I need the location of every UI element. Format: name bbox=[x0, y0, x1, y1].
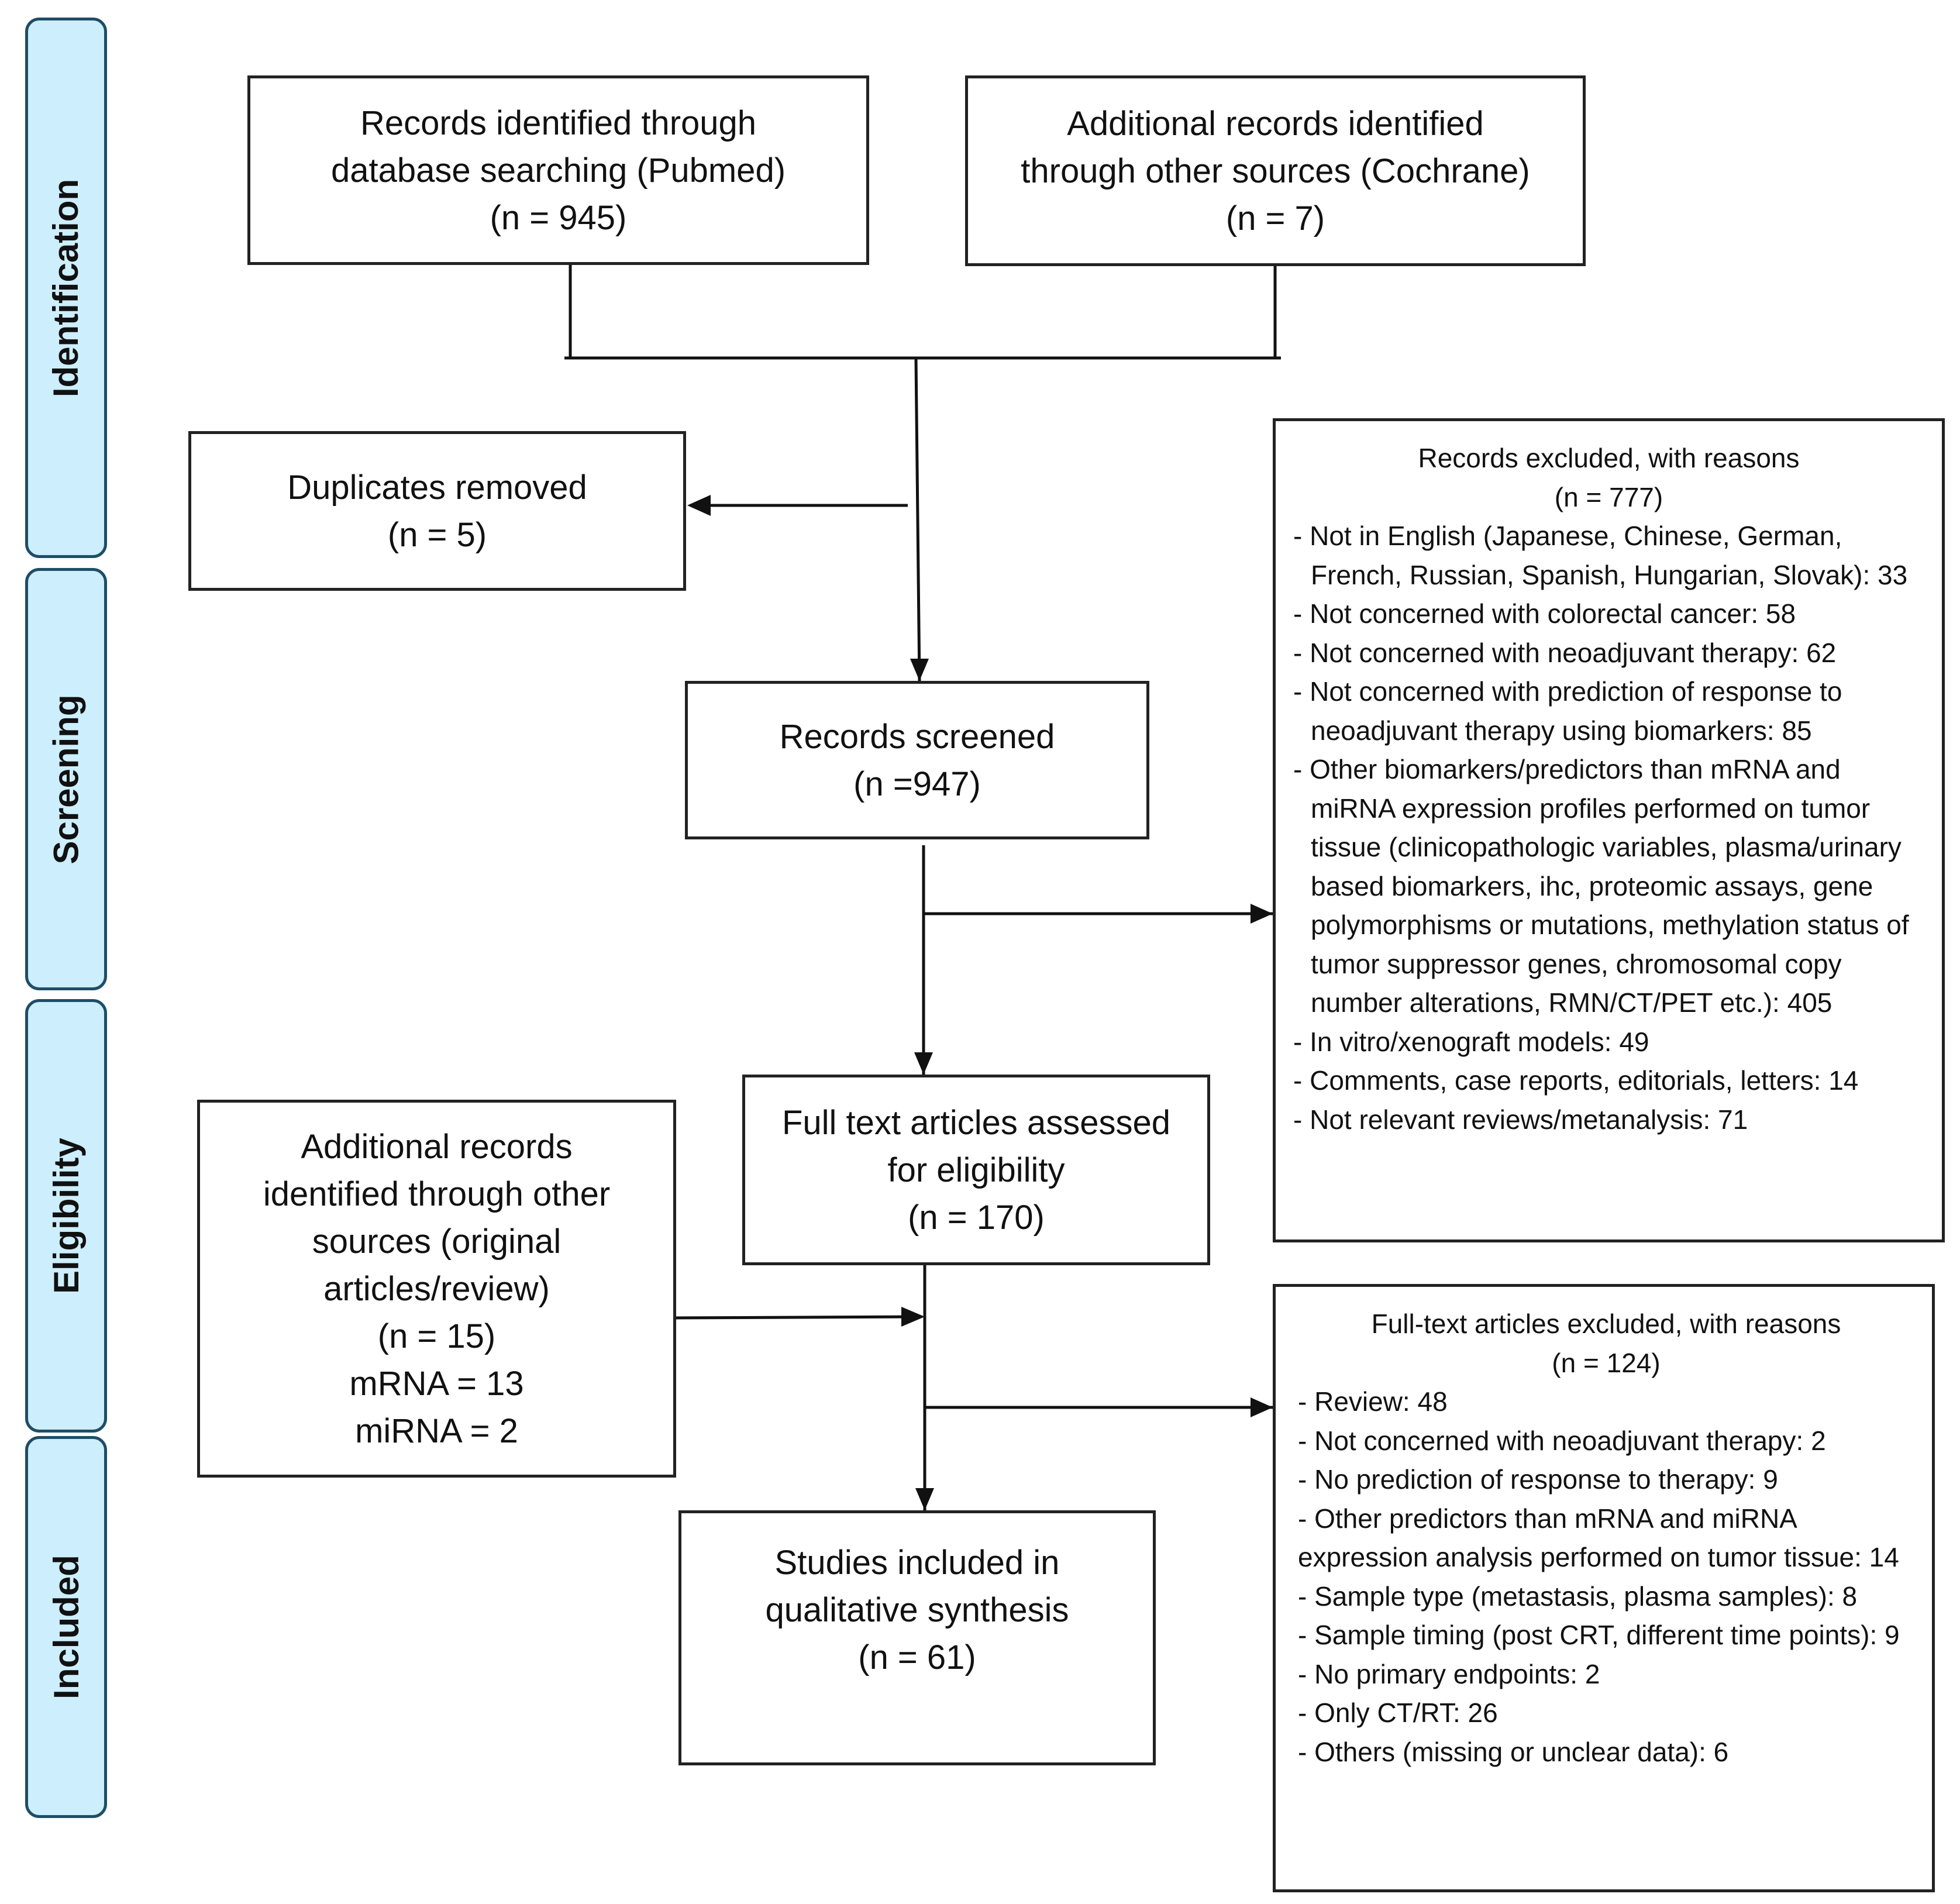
phase-screening: Screening bbox=[25, 568, 107, 990]
box-line: (n = 945) bbox=[490, 198, 627, 237]
exclusion-reason: - Not concerned with prediction of respo… bbox=[1293, 676, 1842, 746]
box-line: identified through other bbox=[263, 1175, 611, 1213]
exclusion-reason: - Other predictors than mRNA and miRNA e… bbox=[1298, 1503, 1899, 1573]
exclusion-reason: - Not relevant reviews/metanalysis: 71 bbox=[1293, 1104, 1748, 1135]
box-line: (n =947) bbox=[853, 765, 981, 803]
exclusion-reason: - Comments, case reports, editorials, le… bbox=[1293, 1065, 1859, 1096]
box-line: miRNA = 2 bbox=[355, 1411, 518, 1450]
box-line: Records identified through bbox=[360, 104, 757, 142]
box-line: (n = 15) bbox=[377, 1317, 496, 1355]
box-header: (n = 777) bbox=[1554, 481, 1663, 512]
exclusion-reason: - In vitro/xenograft models: 49 bbox=[1293, 1026, 1649, 1057]
additional-records-box: Additional records identified through ot… bbox=[197, 1100, 676, 1478]
exclusion-reason: - Only CT/RT: 26 bbox=[1298, 1698, 1498, 1728]
exclusion-reason: - No primary endpoints: 2 bbox=[1298, 1658, 1600, 1689]
screened-box: Records screened (n =947) bbox=[685, 681, 1149, 839]
phase-eligibility: Eligibility bbox=[25, 999, 107, 1433]
box-line: Additional records bbox=[301, 1127, 573, 1166]
phase-included: Included bbox=[25, 1436, 107, 1818]
exclusion-reason: - Other biomarkers/predictors than mRNA … bbox=[1293, 754, 1909, 1018]
box-header: Records excluded, with reasons bbox=[1418, 443, 1800, 473]
exclusion-reason: - Not concerned with neoadjuvant therapy… bbox=[1293, 637, 1837, 668]
fulltext-excluded-box: Full-text articles excluded, with reason… bbox=[1273, 1284, 1935, 1892]
exclusion-reason: - No prediction of response to therapy: … bbox=[1298, 1464, 1778, 1495]
box-line: for eligibility bbox=[887, 1151, 1065, 1189]
box-line: Duplicates removed bbox=[287, 468, 587, 507]
box-header: (n = 124) bbox=[1552, 1347, 1661, 1378]
exclusion-reason: - Not concerned with colorectal cancer: … bbox=[1293, 598, 1796, 629]
exclusion-reason: - Sample timing (post CRT, different tim… bbox=[1298, 1620, 1900, 1650]
box-line: mRNA = 13 bbox=[349, 1364, 524, 1403]
box-line: articles/review) bbox=[323, 1269, 550, 1308]
cochrane-box: Additional records identified through ot… bbox=[965, 75, 1586, 266]
exclusion-reason: - Sample type (metastasis, plasma sample… bbox=[1298, 1581, 1858, 1612]
box-line: Studies included in bbox=[774, 1544, 1060, 1582]
fulltext-box: Full text articles assessed for eligibil… bbox=[742, 1075, 1210, 1265]
box-line: Full text articles assessed bbox=[781, 1103, 1171, 1142]
exclusion-reason: - Not concerned with neoadjuvant therapy… bbox=[1298, 1425, 1826, 1456]
included-box: Studies included in qualitative synthesi… bbox=[678, 1510, 1156, 1765]
box-line: Records screened bbox=[779, 717, 1055, 756]
box-line: Additional records identified bbox=[1067, 104, 1484, 143]
duplicates-box: Duplicates removed (n = 5) bbox=[188, 431, 686, 591]
box-line: (n = 61) bbox=[858, 1638, 976, 1676]
box-line: (n = 170) bbox=[908, 1198, 1045, 1237]
exclusion-reason: - Not in English (Japanese, Chinese, Ger… bbox=[1293, 521, 1908, 590]
box-line: sources (original bbox=[312, 1222, 562, 1261]
arrow-to-screened bbox=[914, 357, 921, 681]
box-line: (n = 7) bbox=[1225, 199, 1325, 237]
records-excluded-box: Records excluded, with reasons (n = 777)… bbox=[1273, 418, 1945, 1242]
arrow-from-additional bbox=[676, 1315, 922, 1320]
exclusion-reason: - Others (missing or unclear data): 6 bbox=[1298, 1736, 1729, 1767]
phase-identification: Identification bbox=[25, 18, 107, 558]
box-header: Full-text articles excluded, with reason… bbox=[1371, 1309, 1841, 1339]
pubmed-box: Records identified through database sear… bbox=[247, 75, 869, 265]
box-line: through other sources (Cochrane) bbox=[1021, 152, 1530, 190]
box-line: qualitative synthesis bbox=[765, 1591, 1069, 1629]
box-line: (n = 5) bbox=[387, 515, 487, 554]
exclusion-reason: - Review: 48 bbox=[1298, 1386, 1448, 1417]
box-line: database searching (Pubmed) bbox=[330, 151, 786, 190]
